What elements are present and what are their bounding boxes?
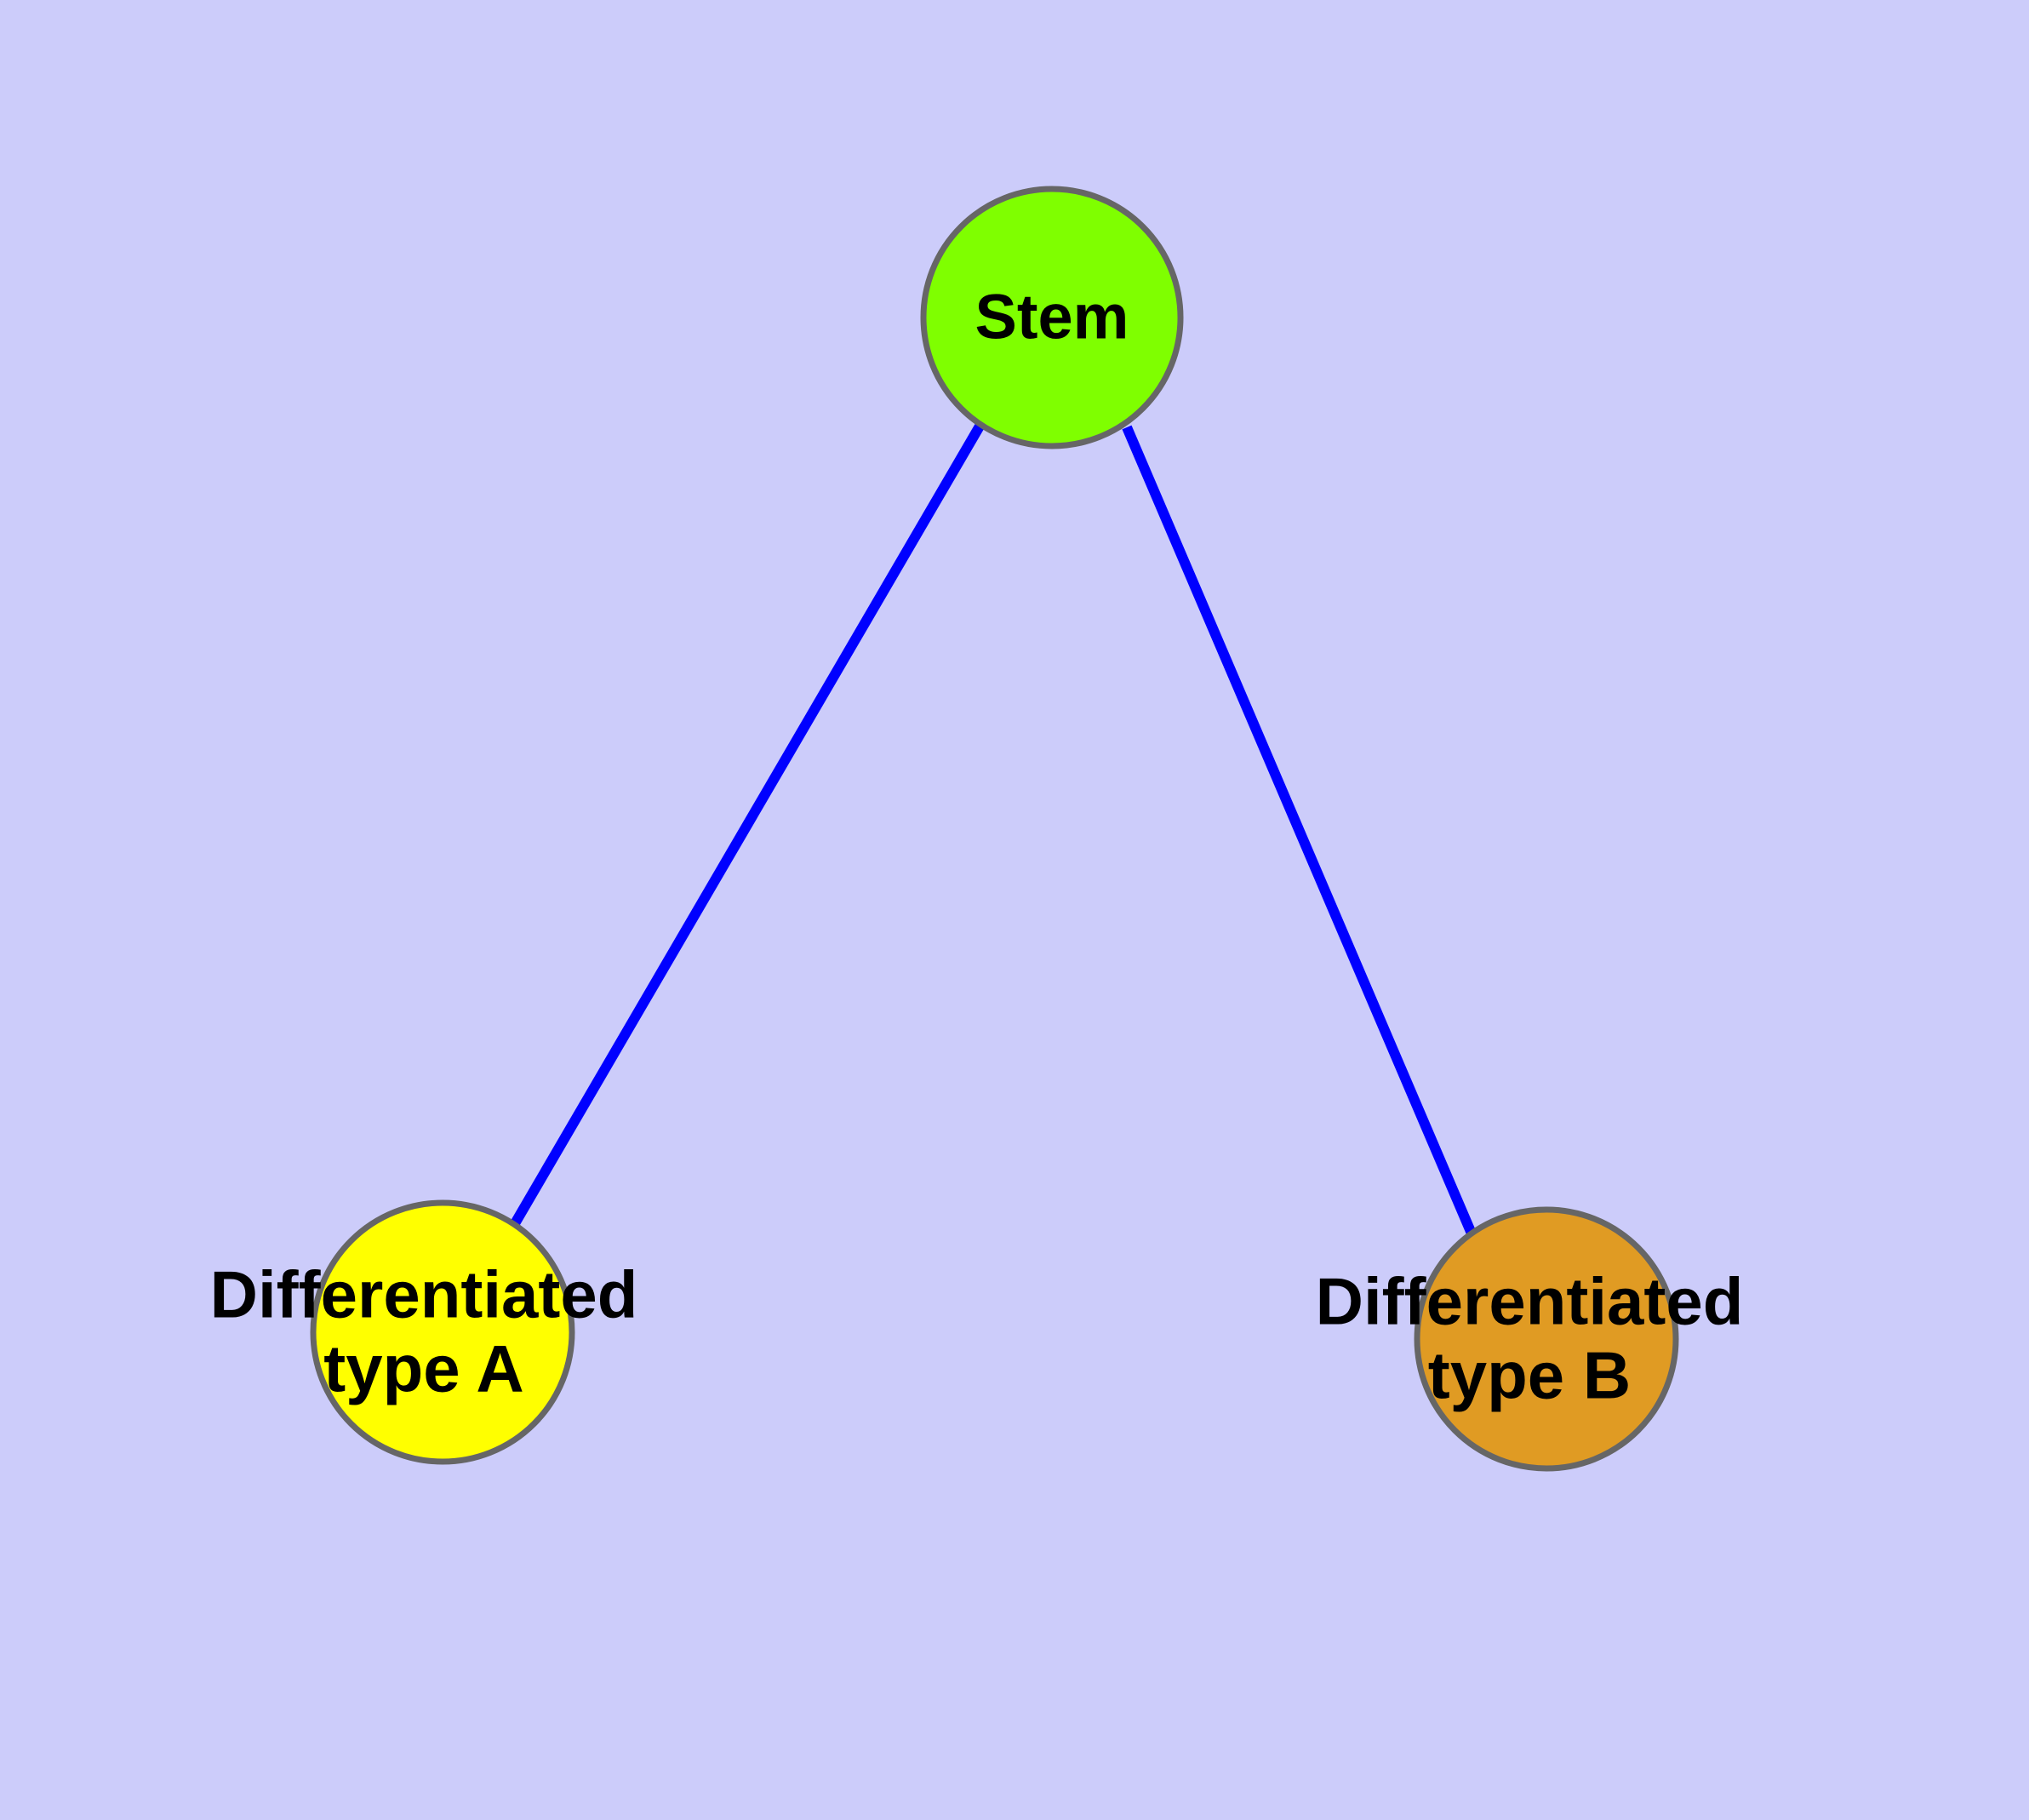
node-differentiated-type-a[interactable] bbox=[310, 1199, 575, 1465]
node-layer bbox=[310, 186, 1679, 1472]
edge-stem-to-differentiated-type-a[interactable] bbox=[509, 421, 986, 1228]
node-stem[interactable] bbox=[920, 186, 1184, 449]
node-differentiated-type-b[interactable] bbox=[1414, 1206, 1679, 1472]
edge-layer bbox=[509, 421, 1477, 1236]
edge-stem-to-differentiated-type-b[interactable] bbox=[1122, 425, 1477, 1236]
